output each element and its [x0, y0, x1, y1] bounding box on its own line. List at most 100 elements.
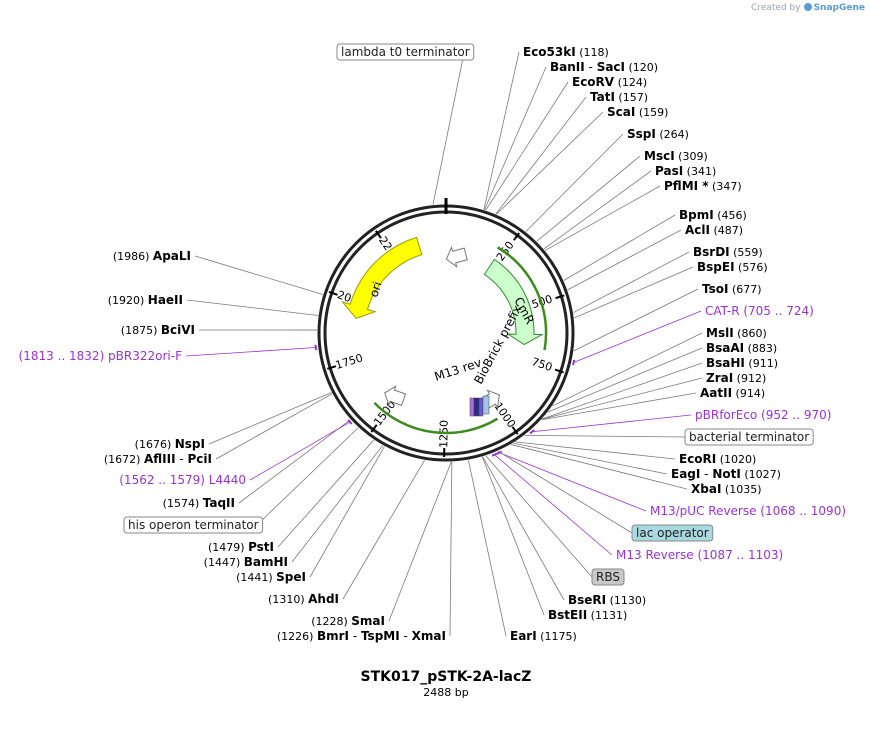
primer-mark-pbrforeco — [529, 429, 535, 435]
site-text-part: (1130) — [606, 594, 646, 607]
site-eari: EarI (1175) — [510, 629, 577, 643]
site-text-part: (118) — [576, 46, 609, 59]
site-banii: BanII - SacI (120) — [550, 60, 658, 74]
leader-psti — [277, 439, 375, 548]
leader-bpmi — [563, 214, 676, 281]
scale-tick-250 — [513, 232, 520, 241]
site-text-part: - — [176, 452, 188, 466]
site-text-part: (1875) — [121, 324, 161, 337]
site-text-part: (1131) — [587, 609, 627, 622]
site-text-part: (883) — [744, 342, 777, 355]
site-text-part: (1676) — [135, 438, 175, 451]
site-pflmi: PflMI * (347) — [664, 179, 742, 193]
box-frame-his-operon-terminator — [123, 516, 264, 534]
site-text-part: ZraI — [706, 371, 733, 385]
site-text-part: PstI — [248, 540, 274, 554]
site-text-part: - — [700, 467, 712, 481]
leader-scai — [496, 111, 604, 215]
leader-bsaai — [547, 347, 703, 413]
site-text-part: PasI — [655, 164, 683, 178]
site-text-part: BsaAI — [706, 341, 744, 355]
site-text-part: (1228) — [311, 615, 351, 628]
site-text-part: MslI — [706, 326, 734, 340]
box-label-his-operon-terminator: his operon terminator — [128, 518, 259, 532]
site-tsoi: TsoI (677) — [702, 282, 762, 296]
leader-msci — [536, 155, 641, 242]
lac-block-navy — [473, 397, 480, 417]
site-text-part: SspI — [627, 127, 656, 141]
leader-apali — [194, 255, 323, 295]
site-text-part: BspEI — [697, 260, 735, 274]
site-spei: (1441) SpeI — [236, 570, 306, 584]
leader-sspi — [525, 133, 624, 232]
leader-bamhi — [291, 445, 384, 563]
site-scai: ScaI (159) — [607, 105, 668, 119]
leader-haeii — [186, 299, 319, 316]
site-text-part: (124) — [614, 76, 647, 89]
leader-ecori — [515, 441, 676, 460]
primer-leader-m13-puc-reverse — [499, 452, 647, 512]
leader-pflmi — [544, 185, 661, 251]
site-text-part: - — [400, 629, 412, 643]
site-eco53ki: Eco53kI (118) — [523, 45, 609, 59]
lacz-frame-arc — [373, 401, 499, 435]
site-text-part: EagI — [671, 467, 700, 481]
leader-bsrdi — [573, 251, 690, 313]
site-text-part: (1574) — [163, 497, 203, 510]
leader-ahdi — [342, 460, 425, 600]
site-text-part: SpeI — [276, 570, 306, 584]
site-sspi: SspI (264) — [627, 127, 689, 141]
leader-eco53ki — [483, 51, 520, 210]
site-text-part: BsrDI — [693, 245, 730, 259]
site-text-part: (341) — [683, 165, 716, 178]
site-bsrdi: BsrDI (559) — [693, 245, 763, 259]
box-frame-lambda-t0-terminator — [336, 43, 475, 61]
site-haeii: (1920) HaeII — [108, 293, 183, 307]
primer-mark-cat-r — [572, 359, 576, 366]
primer-leader-l4440 — [249, 421, 351, 481]
primer-leader-m13-reverse — [494, 454, 613, 556]
site-text-part: - — [349, 629, 361, 643]
site-text-part: BanII — [550, 60, 585, 74]
site-text-part: (347) — [709, 180, 742, 193]
box-leader-lambda-t0-terminator — [432, 57, 464, 205]
scale-label-750: 750 — [530, 355, 554, 374]
box-label-lac-operator: lac operator — [636, 526, 709, 540]
leader-eagi — [513, 442, 668, 475]
box-leader-his-operon-terminator — [257, 427, 359, 525]
leader-bmri — [449, 461, 453, 637]
box-lac-operator: lac operator — [631, 524, 714, 542]
site-text-part: XbaI — [691, 482, 721, 496]
site-text-part: (911) — [745, 357, 778, 370]
site-bamhi: (1447) BamHI — [204, 555, 288, 569]
site-text-part: TsoI — [702, 282, 728, 296]
site-ahdi: (1310) AhdI — [268, 592, 339, 606]
site-nspi: (1676) NspI — [135, 437, 205, 451]
leader-nspi — [208, 392, 332, 445]
scale-tick-750 — [554, 368, 564, 374]
leader-bspei — [573, 266, 694, 319]
site-text-part: HaeII — [148, 293, 183, 307]
site-text-part: - — [585, 60, 597, 74]
site-text-part: (1447) — [204, 556, 244, 569]
site-tati: TatI (157) — [590, 90, 648, 104]
site-text-part: AhdI — [308, 592, 339, 606]
site-text-part: (1035) — [721, 483, 761, 496]
box-lambda-t0-terminator: lambda t0 terminator — [336, 43, 475, 61]
site-bspei: BspEI (576) — [697, 260, 768, 274]
site-text-part: ApaLI — [153, 249, 191, 263]
primer-mark-m13-puc-reverse — [496, 450, 503, 455]
site-bsaai: BsaAI (883) — [706, 341, 777, 355]
site-text-part: BstEII — [548, 608, 587, 622]
feature-ori — [341, 236, 423, 319]
site-text-part: PciI — [188, 452, 213, 466]
box-his-operon-terminator: his operon terminator — [123, 516, 264, 534]
site-afliii: (1672) AflIII - PciI — [104, 452, 212, 466]
site-text-part: (1479) — [208, 541, 248, 554]
scale-tick-1500 — [370, 424, 378, 433]
site-text-part: (487) — [710, 224, 743, 237]
leader-eari — [467, 459, 507, 637]
lac-block-violet — [478, 397, 484, 417]
primer-leader-pbr322ori-f — [185, 347, 316, 357]
